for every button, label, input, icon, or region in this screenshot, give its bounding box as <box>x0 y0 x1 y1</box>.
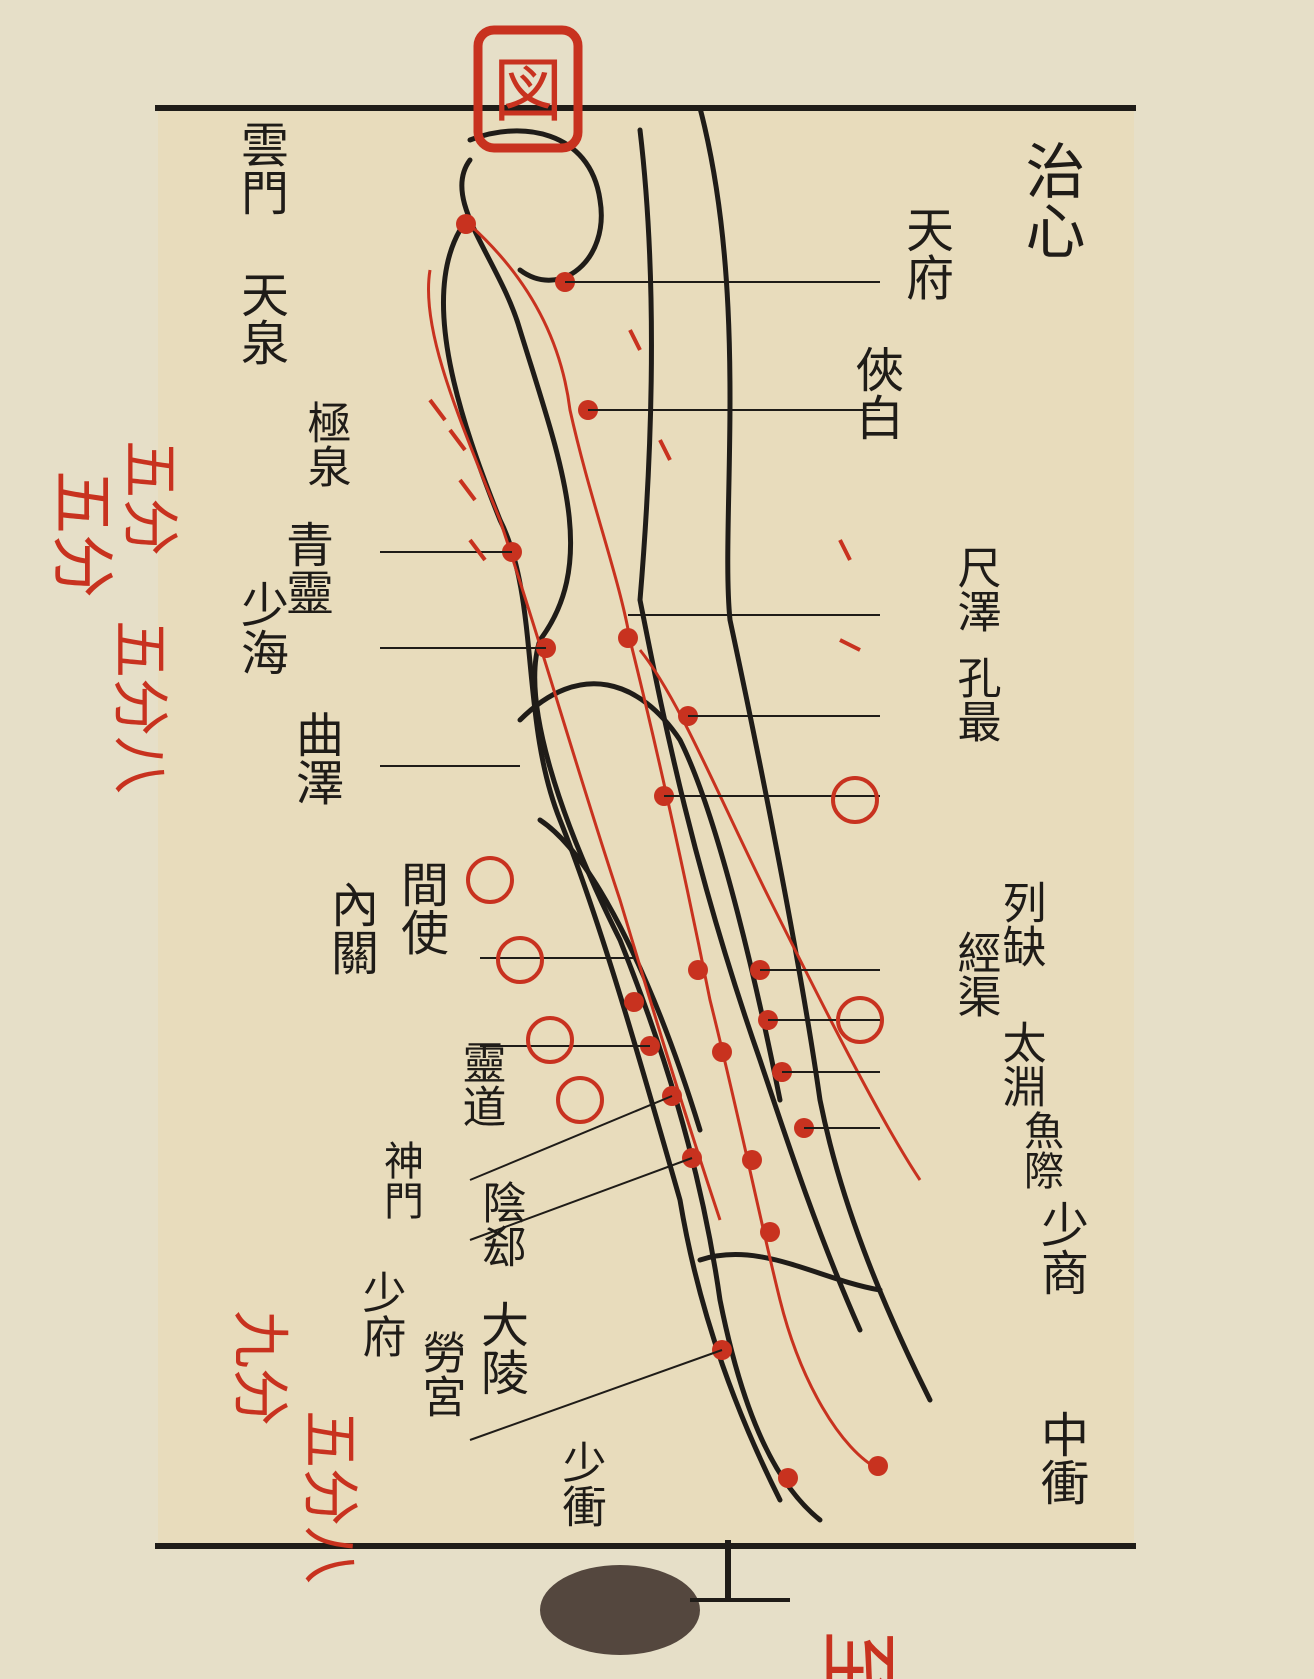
point-label-shaoshang: 少商 <box>1032 1200 1088 1296</box>
point-label-neiguan: 內關 <box>322 880 378 976</box>
margin-note-2: 五分 <box>116 440 184 556</box>
point-label-taiyuan: 太淵 <box>995 1020 1046 1108</box>
acupoint <box>712 1042 732 1062</box>
point-label-lieque: 列缺 <box>995 880 1046 968</box>
point-label-yinxi: 陰郄 <box>475 1180 526 1268</box>
point-label-tianquan: 天泉 <box>232 270 288 366</box>
point-label-chize: 尺澤 <box>950 545 1001 633</box>
margin-note-1: 五分 <box>44 470 118 598</box>
acupoint <box>688 960 708 980</box>
acupoint <box>778 1468 798 1488</box>
point-label-tianfu: 天府 <box>897 205 953 301</box>
point-label-yunmen: 雲門 <box>232 120 288 216</box>
point-label-shaohai: 少海 <box>232 580 288 676</box>
print-panel <box>158 108 1134 1546</box>
point-label-xiabai: 俠白 <box>847 345 904 441</box>
acupoint <box>868 1456 888 1476</box>
point-label-kongzui: 孔最 <box>950 655 1001 743</box>
point-label-lingdao: 靈道 <box>455 1040 506 1128</box>
point-label-shaofu: 少府 <box>355 1270 406 1358</box>
point-label-zhongchong: 中衝 <box>1032 1410 1089 1506</box>
acupoint <box>624 992 644 1012</box>
acupoint <box>618 628 638 648</box>
point-label-jianshi: 間使 <box>392 860 448 956</box>
acupoint <box>456 214 476 234</box>
point-label-laogong: 勞宮 <box>415 1330 466 1418</box>
bottom-mark: 至 <box>811 1630 904 1679</box>
margin-note-3: 五分八 <box>106 620 174 794</box>
seal-character: 図 <box>493 50 563 132</box>
margin-note-5: 五分八 <box>296 1410 364 1584</box>
point-label-shaochong: 少衝 <box>555 1440 607 1528</box>
acupoint <box>760 1222 780 1242</box>
margin-note-4: 九分 <box>226 1310 294 1426</box>
point-label-yuji: 魚際 <box>1017 1110 1063 1190</box>
acupoint <box>742 1150 762 1170</box>
point-label-jingqu: 經渠 <box>950 930 1001 1018</box>
point-label-shenmen: 神門 <box>377 1140 423 1220</box>
point-label-quze: 曲澤 <box>287 710 343 806</box>
ink-blot <box>540 1565 700 1655</box>
point-label-daling: 大陵 <box>472 1300 528 1396</box>
point-label-jiquan: 極泉 <box>300 400 351 488</box>
page-heading: 治心 <box>1015 140 1085 260</box>
